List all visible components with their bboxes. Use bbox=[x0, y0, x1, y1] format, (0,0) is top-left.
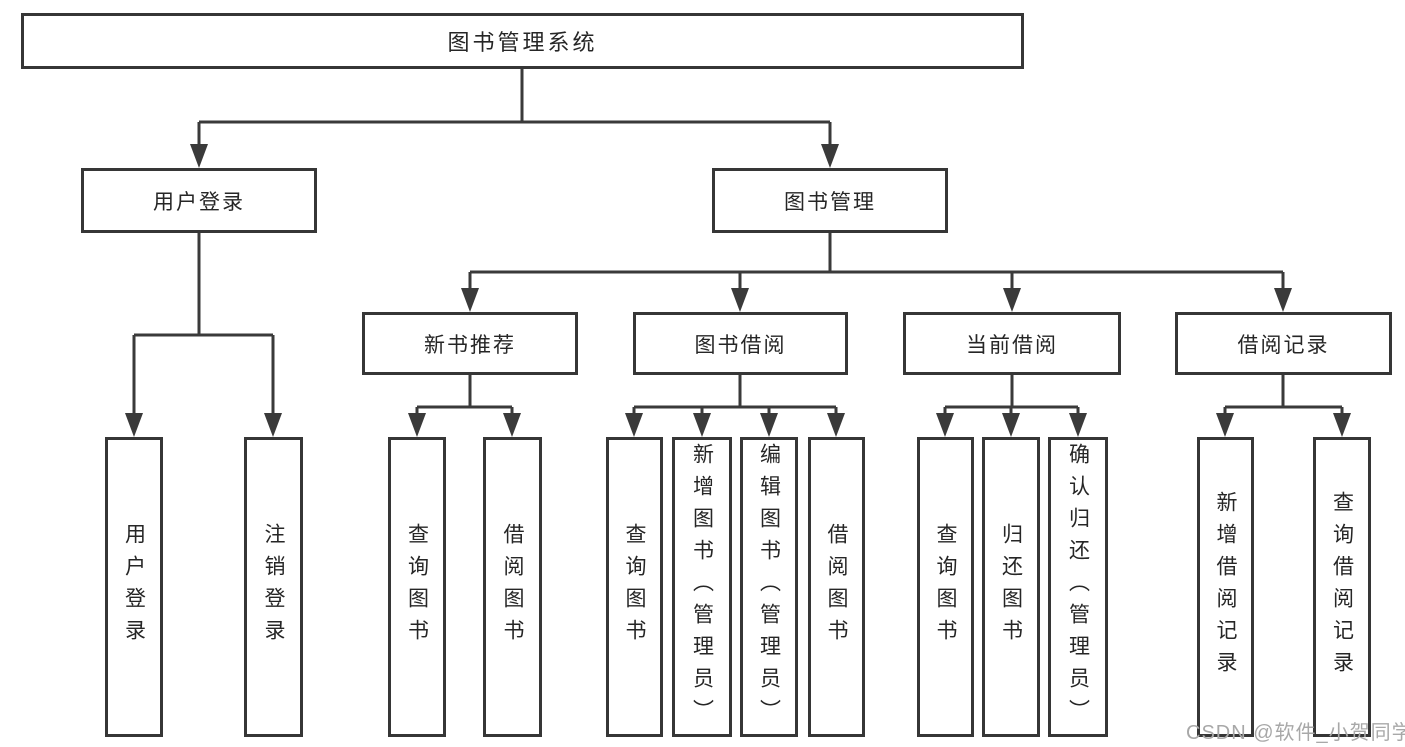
node-label: 新增图书（管理员） bbox=[690, 443, 714, 731]
node-label: 新增借阅记录 bbox=[1214, 491, 1237, 683]
node-book-management: 图书管理 bbox=[712, 168, 948, 233]
node-label: 查询图书 bbox=[934, 523, 957, 651]
node-label: 借阅图书 bbox=[501, 523, 524, 651]
node-label: 编辑图书（管理员） bbox=[757, 443, 781, 731]
node-leaf-query-books-recommend: 查询图书 bbox=[388, 437, 446, 737]
node-label: 图书管理 bbox=[784, 190, 876, 214]
node-leaf-query-borrow-record: 查询借阅记录 bbox=[1313, 437, 1371, 737]
node-label: 确认归还（管理员） bbox=[1066, 443, 1090, 731]
node-label: 新书推荐 bbox=[424, 333, 516, 357]
node-leaf-query-books-borrow: 查询图书 bbox=[606, 437, 663, 737]
node-user-login: 用户登录 bbox=[81, 168, 317, 233]
node-leaf-query-books-current: 查询图书 bbox=[917, 437, 974, 737]
node-leaf-confirm-return-admin: 确认归还（管理员） bbox=[1048, 437, 1108, 737]
node-label: 查询图书 bbox=[405, 523, 429, 651]
node-label: 查询借阅记录 bbox=[1330, 491, 1354, 683]
node-book-borrow: 图书借阅 bbox=[633, 312, 848, 375]
node-label: 用户登录 bbox=[122, 523, 146, 651]
node-borrow-records: 借阅记录 bbox=[1175, 312, 1392, 375]
node-label: 注销登录 bbox=[262, 523, 285, 651]
node-new-book-recommend: 新书推荐 bbox=[362, 312, 578, 375]
node-leaf-logout: 注销登录 bbox=[244, 437, 303, 737]
node-leaf-borrow-books-recommend: 借阅图书 bbox=[483, 437, 542, 737]
csdn-watermark: CSDN @软件_小贺同学 bbox=[1186, 722, 1405, 744]
node-label: 查询图书 bbox=[623, 523, 646, 651]
node-label: 用户登录 bbox=[153, 190, 245, 214]
node-label: 归还图书 bbox=[999, 523, 1023, 651]
node-leaf-add-borrow-record: 新增借阅记录 bbox=[1197, 437, 1254, 737]
node-label: 图书管理系统 bbox=[447, 30, 598, 55]
node-leaf-return-books: 归还图书 bbox=[982, 437, 1040, 737]
node-label: 当前借阅 bbox=[966, 333, 1058, 357]
node-root-system: 图书管理系统 bbox=[21, 13, 1024, 69]
node-leaf-user-login: 用户登录 bbox=[105, 437, 163, 737]
node-leaf-add-books-admin: 新增图书（管理员） bbox=[672, 437, 732, 737]
node-label: 借阅图书 bbox=[825, 523, 848, 651]
node-leaf-borrow-books: 借阅图书 bbox=[808, 437, 865, 737]
node-label: 图书借阅 bbox=[694, 333, 787, 357]
node-label: 借阅记录 bbox=[1237, 333, 1330, 357]
node-leaf-edit-books-admin: 编辑图书（管理员） bbox=[740, 437, 798, 737]
node-current-borrow: 当前借阅 bbox=[903, 312, 1121, 375]
